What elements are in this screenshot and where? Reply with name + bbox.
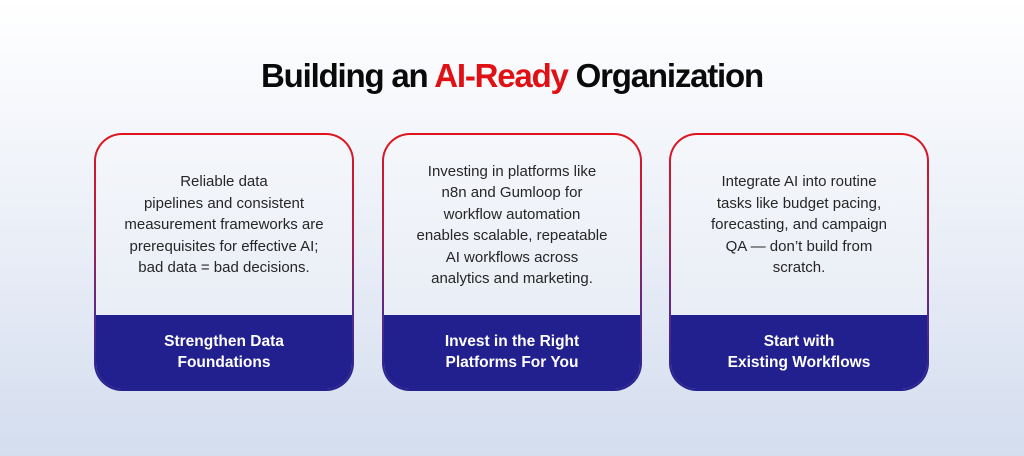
card-label: Start with Existing Workflows bbox=[727, 333, 871, 371]
card-body: Reliable data pipelines and consistent m… bbox=[96, 135, 352, 315]
card-inner: Reliable data pipelines and consistent m… bbox=[96, 135, 352, 389]
card-invest-in-platforms: Investing in platforms like n8n and Guml… bbox=[382, 133, 642, 391]
card-description: Integrate AI into routine tasks like bud… bbox=[711, 173, 887, 277]
title-accent: AI-Ready bbox=[434, 57, 569, 94]
card-body: Integrate AI into routine tasks like bud… bbox=[671, 135, 927, 315]
card-footer: Start with Existing Workflows bbox=[671, 315, 927, 389]
card-body: Investing in platforms like n8n and Guml… bbox=[384, 135, 640, 315]
page-title: Building an AI-Ready Organization bbox=[0, 54, 1024, 98]
card-footer: Invest in the Right Platforms For You bbox=[384, 315, 640, 389]
card-label: Strengthen Data Foundations bbox=[164, 333, 284, 371]
card-strengthen-data-foundations: Reliable data pipelines and consistent m… bbox=[94, 133, 354, 391]
card-inner: Investing in platforms like n8n and Guml… bbox=[384, 135, 640, 389]
title-suffix: Organization bbox=[567, 57, 764, 94]
card-existing-workflows: Integrate AI into routine tasks like bud… bbox=[669, 133, 929, 391]
card-inner: Integrate AI into routine tasks like bud… bbox=[671, 135, 927, 389]
card-label: Invest in the Right Platforms For You bbox=[444, 333, 580, 371]
card-footer: Strengthen Data Foundations bbox=[96, 315, 352, 389]
card-description: Reliable data pipelines and consistent m… bbox=[124, 173, 324, 277]
cards-row: Reliable data pipelines and consistent m… bbox=[94, 133, 930, 391]
title-prefix: Building an bbox=[261, 57, 435, 94]
card-description: Investing in platforms like n8n and Guml… bbox=[416, 162, 608, 288]
